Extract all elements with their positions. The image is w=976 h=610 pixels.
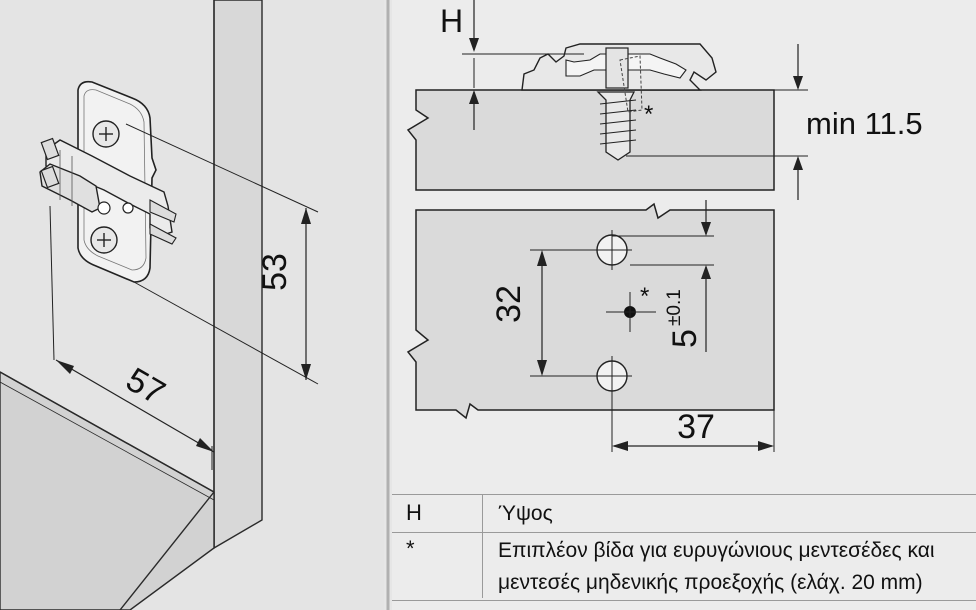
dimension-37-label: 37 xyxy=(677,408,715,446)
dimension-32: 32 xyxy=(490,249,612,377)
dimension-H-label: H xyxy=(440,3,463,39)
dimension-53-label: 53 xyxy=(256,253,294,291)
dimension-min-label: min 11.5 xyxy=(806,106,923,141)
dimension-H: H xyxy=(440,0,584,130)
legend-column-divider xyxy=(482,494,483,598)
mounting-plate xyxy=(39,80,177,361)
screw-section xyxy=(596,47,643,161)
dimension-5-tolerance: ±0.1 xyxy=(664,289,685,326)
legend-key-H: H xyxy=(406,500,422,525)
legend-divider xyxy=(392,494,976,495)
cabinet-side-panel-face xyxy=(213,0,263,550)
face-view: * 32 5 ±0.1 xyxy=(406,200,775,452)
legend-row-height: H Ύψος xyxy=(392,500,976,530)
dimension-37: 37 xyxy=(611,396,775,452)
dimension-5: 5 ±0.1 xyxy=(612,200,714,352)
legend-value-extra-screw-line2: μεντεσές μηδενικής προεξοχής (ελάχ. 20 m… xyxy=(498,571,923,594)
legend-key-star: * xyxy=(406,536,415,561)
dimension-5-label: 5 xyxy=(666,329,704,348)
face-star: * xyxy=(640,283,649,310)
legend-value-extra-screw-line1: Επιπλέον βίδα για ευρυγώνιους μεντεσέδες… xyxy=(498,539,935,562)
section-star: * xyxy=(644,101,653,128)
dimension-32-label: 32 xyxy=(490,285,528,323)
dimension-min: min 11.5 xyxy=(626,44,923,200)
dimension-53: 53 xyxy=(125,123,319,385)
legend-divider xyxy=(392,600,976,601)
legend-value-height: Ύψος xyxy=(498,502,553,525)
legend-row-extra-screw: * Επιπλέον βίδα για ευρυγώνιους μεντεσέδ… xyxy=(392,534,976,598)
legend-divider xyxy=(392,532,976,533)
perspective-view: 53 57 xyxy=(0,0,384,610)
legend-table: H Ύψος * Επιπλέον βίδα για ευρυγώνιους μ… xyxy=(392,494,976,610)
